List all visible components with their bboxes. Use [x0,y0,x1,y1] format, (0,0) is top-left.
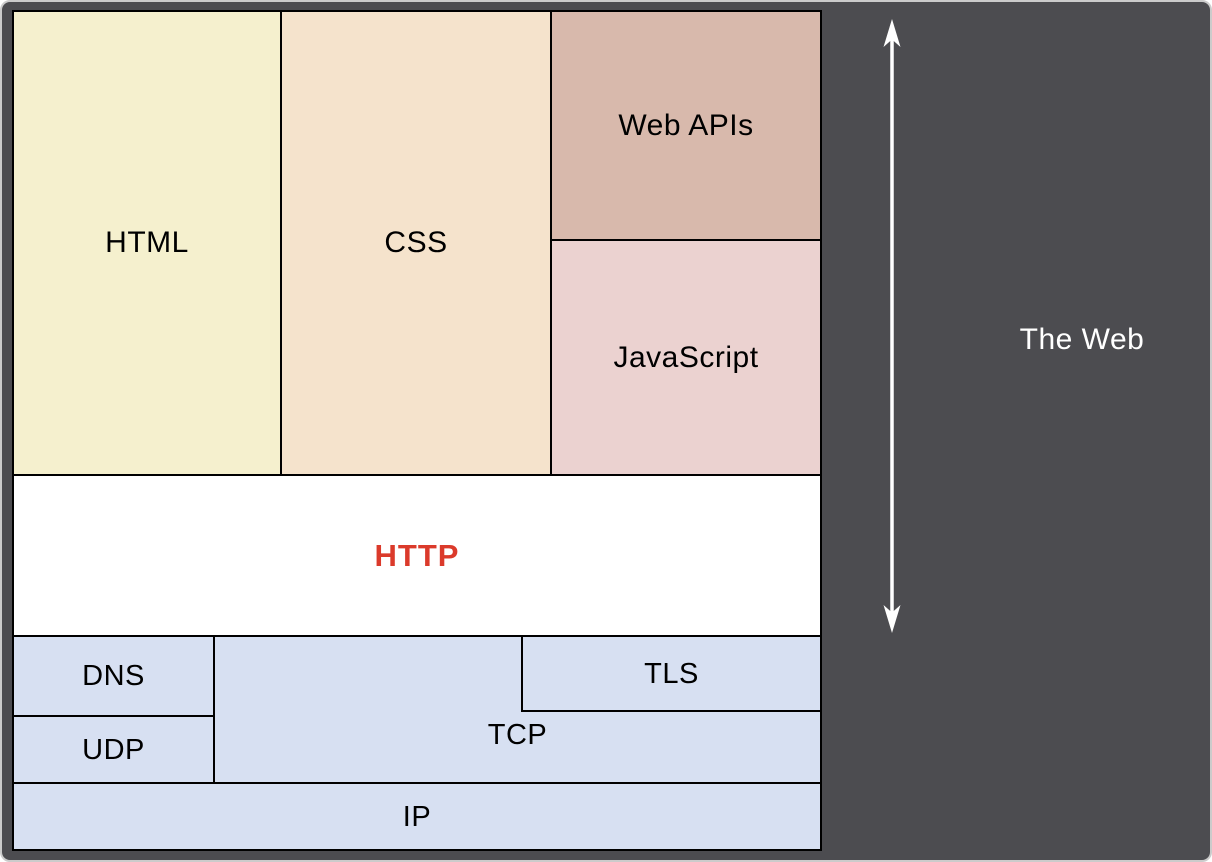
web-apis-box: Web APIs [550,10,822,241]
web-apis-label: Web APIs [618,108,754,142]
html-box: HTML [12,10,282,476]
tls-box: TLS [521,635,822,712]
css-label: CSS [384,226,448,259]
http-box: HTTP [12,474,822,637]
ip-label: IP [402,800,432,833]
javascript-label: JavaScript [613,340,759,374]
javascript-box: JavaScript [550,239,822,476]
dns-box: DNS [12,635,215,717]
dns-label: DNS [82,660,145,692]
tls-label: TLS [644,657,699,690]
udp-box: UDP [12,715,215,784]
html-label: HTML [105,226,189,259]
udp-label: UDP [82,733,145,766]
http-label: HTTP [374,537,460,573]
tcp-label: TCP [487,719,548,751]
css-box: CSS [280,10,552,476]
ip-box: IP [12,782,822,851]
double-headed-arrow-icon [883,19,901,633]
the-web-label: The Web [1019,323,1145,356]
